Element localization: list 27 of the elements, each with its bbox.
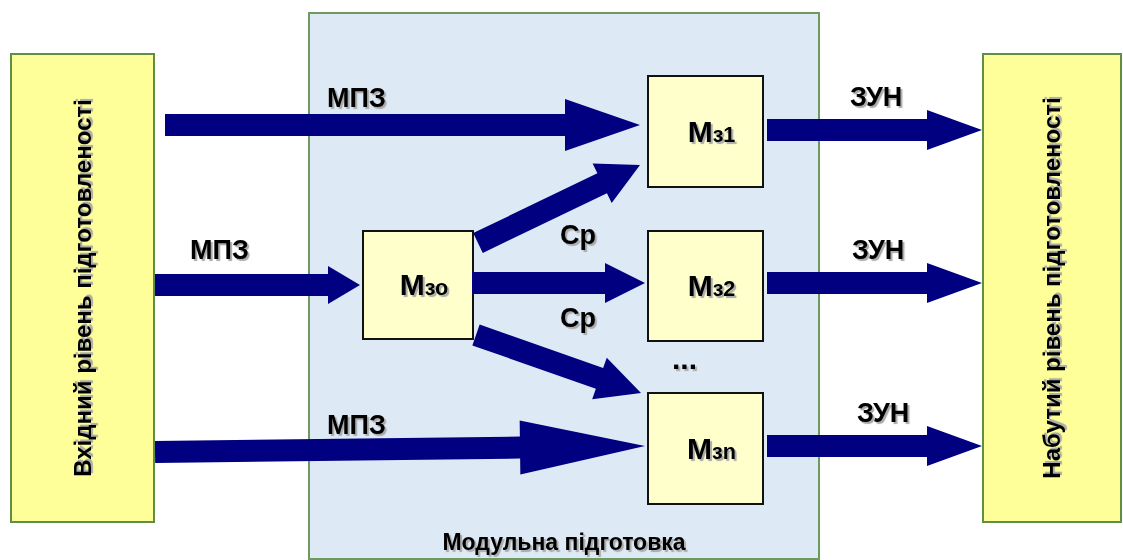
block-arrow [154,420,645,475]
block-arrow [767,263,982,303]
level-box [982,53,1122,523]
block-arrow [472,263,645,303]
flow-label: Ср [560,220,596,251]
level-box [10,53,155,523]
module-box [647,392,764,505]
edge-label: ЗУН [857,398,910,429]
block-arrow [767,426,982,466]
block-arrow [155,266,360,304]
edge-label: ЗУН [852,235,905,266]
block-arrow [473,163,640,253]
block-arrow [472,324,641,400]
module-box [647,75,764,188]
panel-title: Модульна підготовка [441,529,687,556]
module-box [647,230,764,342]
level-label: Набутий рівень підготовленості [1037,96,1066,481]
block-arrow [767,110,982,150]
ellipsis-label: ... [672,342,697,376]
module-box [362,230,474,340]
flow-label: Ср [560,303,596,334]
level-label: Вхідний рівень підготовленості [68,98,97,479]
edge-label: ЗУН [850,82,903,113]
edge-label: МПЗ [190,235,249,266]
edge-label: МПЗ [327,410,386,441]
block-arrow [165,99,640,151]
edge-label: МПЗ [327,83,386,114]
